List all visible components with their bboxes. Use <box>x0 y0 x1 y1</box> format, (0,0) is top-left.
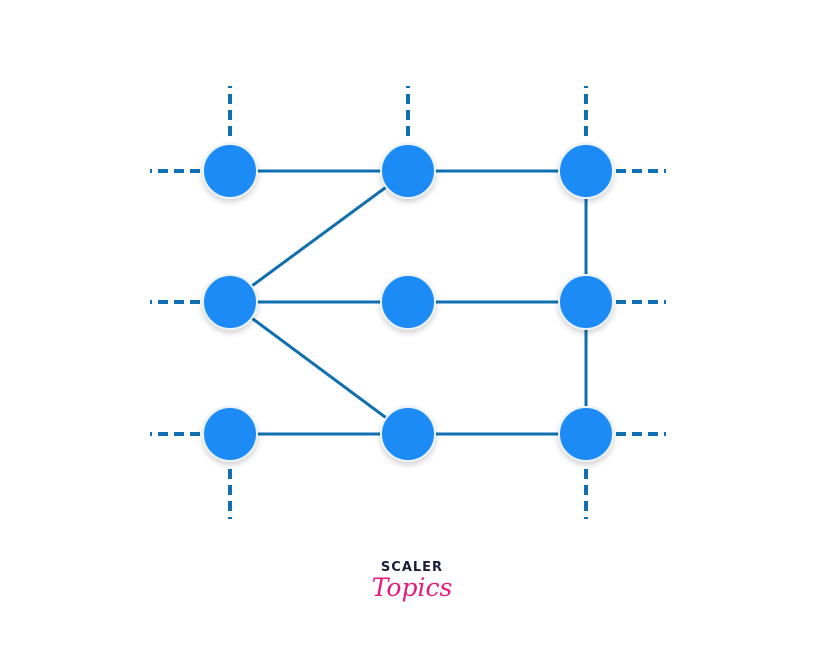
node-n10 <box>202 274 258 330</box>
node-n12 <box>558 274 614 330</box>
node-n00 <box>202 143 258 199</box>
open-ends-layer <box>150 86 666 519</box>
node-n22 <box>558 406 614 462</box>
edge-n10-n01 <box>228 169 410 304</box>
node-n01 <box>380 143 436 199</box>
logo-wordmark-top: SCALER <box>380 560 444 575</box>
edge-n10-n21 <box>228 300 410 436</box>
node-n20 <box>202 406 258 462</box>
logo-wordmark-bottom: Topics <box>371 573 453 602</box>
scaler-topics-logo: SCALER Topics <box>362 560 462 601</box>
node-n11 <box>380 274 436 330</box>
nodes-layer <box>202 143 614 462</box>
node-n02 <box>558 143 614 199</box>
node-n21 <box>380 406 436 462</box>
